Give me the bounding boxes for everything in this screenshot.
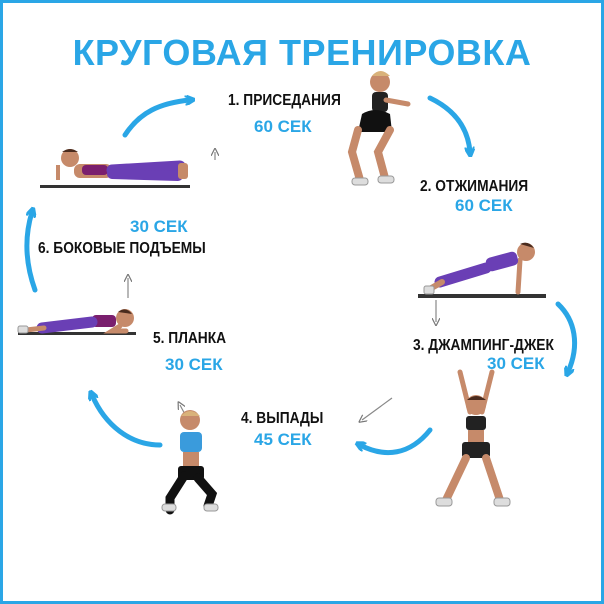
arrow-6-to-1-icon (122, 100, 190, 138)
exercise-4-name: 4. ВЫПАДЫ (241, 410, 324, 427)
motion-arrow-icon (362, 397, 393, 420)
exercise-3-name: 3. ДЖАМПИНГ-ДЖЕК (413, 337, 554, 354)
jumping-jack-figure-icon (435, 369, 511, 507)
side-leg-raise-figure-icon (40, 149, 190, 188)
arrow-4-to-5-icon (92, 395, 163, 448)
exercise-6-time: 30 СЕК (130, 217, 188, 236)
arrow-1-to-2-icon (427, 95, 470, 152)
exercise-5-time: 30 СЕК (165, 355, 223, 374)
plank-figure-icon (17, 309, 136, 335)
pushup-figure-icon (418, 242, 546, 298)
arrow-2-to-3-icon (555, 301, 578, 372)
exercise-6-name: 6. БОКОВЫЕ ПОДЪЕМЫ (38, 240, 206, 257)
exercise-1-time: 60 СЕК (254, 117, 312, 136)
exercise-4-time: 45 СЕК (254, 430, 312, 449)
squat-figure-icon (347, 71, 411, 186)
exercise-3-time: 30 СЕК (487, 354, 545, 373)
exercise-1-name: 1. ПРИСЕДАНИЯ (228, 92, 341, 109)
exercise-2-time: 60 СЕК (455, 196, 513, 215)
arrow-5-to-6-icon (24, 212, 38, 293)
exercise-5-name: 5. ПЛАНКА (153, 330, 227, 347)
arrow-3-to-4-icon (360, 427, 433, 456)
lunge-figure-icon (161, 410, 219, 515)
page-title: КРУГОВАЯ ТРЕНИРОВКА (72, 32, 532, 73)
exercise-2-name: 2. ОТЖИМАНИЯ (420, 178, 529, 195)
